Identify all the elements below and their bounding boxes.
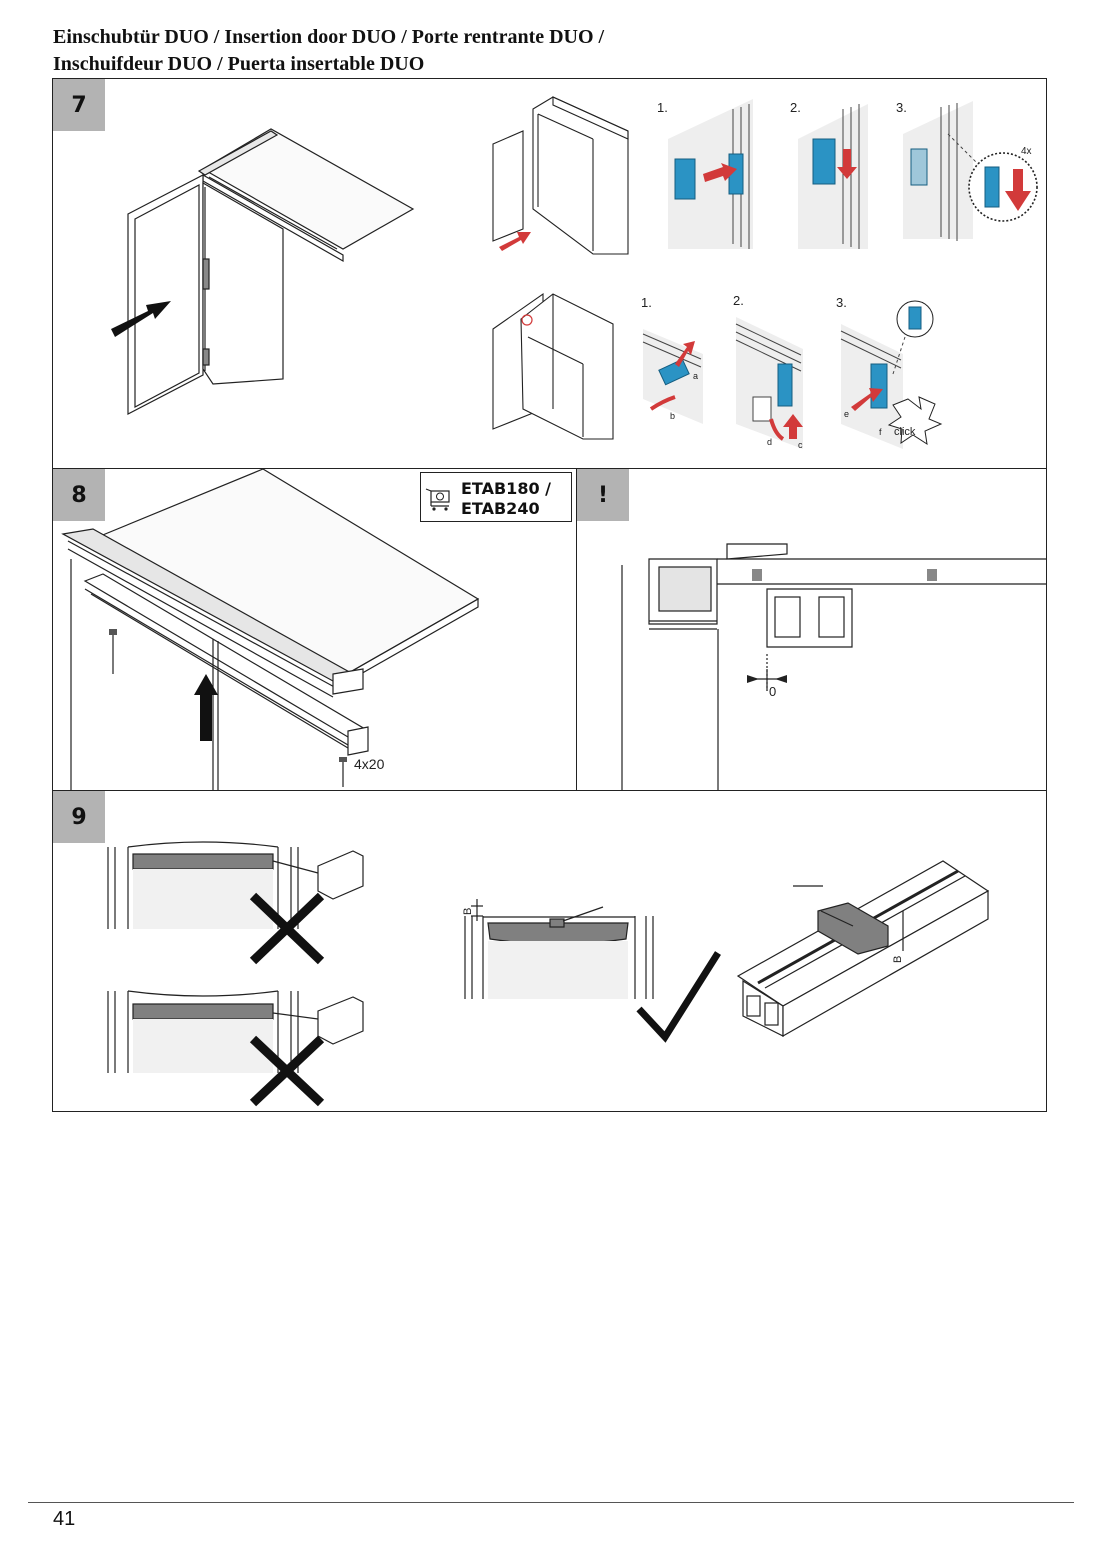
step-8-illustration: 4x20	[61, 469, 480, 790]
step-9-illustration: B B	[107, 841, 990, 1107]
divider-step7-bottom	[52, 468, 1047, 469]
step-9-badge: 9	[53, 791, 105, 843]
screw-spec-label: 4x20	[354, 756, 385, 772]
step-7-illustration: 1. 2. 3. 4x 1. 2. 3.	[111, 96, 1038, 450]
click-label: click	[894, 426, 916, 438]
warning-illustration: 0	[621, 543, 1047, 790]
step-7-badge: 7	[53, 79, 105, 131]
step-7-top-seq-1: 1.	[657, 100, 668, 115]
step-7-bottom-seq-3: 3.	[836, 295, 847, 310]
callout-b: b	[670, 411, 675, 421]
product-reference-box: ETAB180 /ETAB240	[420, 472, 572, 522]
shopping-cart-icon	[425, 488, 450, 511]
step-7-quantity: 4x	[1021, 146, 1032, 157]
title-line-1: Einschubtür DUO / Insertion door DUO / P…	[53, 26, 605, 48]
instruction-frame	[52, 78, 1047, 1112]
callout-c: c	[798, 440, 803, 450]
callout-f: f	[879, 427, 882, 437]
cross-icon	[249, 892, 325, 965]
divider-step8-bottom	[52, 790, 1047, 791]
document-title: Einschubtür DUO / Insertion door DUO / P…	[53, 24, 1053, 78]
divider-step8-warning	[576, 468, 577, 790]
step-7-top-seq-2: 2.	[790, 100, 801, 115]
product-codes: ETAB180 /ETAB240	[461, 479, 551, 518]
callout-d: d	[767, 437, 772, 447]
title-line-2: Inschuifdeur DUO / Puerta insertable DUO	[53, 53, 425, 75]
page-number: 41	[53, 1508, 76, 1530]
callout-a: a	[693, 371, 698, 381]
check-icon	[636, 951, 721, 1043]
step-7-bottom-seq-1: 1.	[641, 295, 652, 310]
step-7-bottom-seq-2: 2.	[733, 293, 744, 308]
dimension-zero-label: 0	[769, 684, 776, 699]
cross-icon	[249, 1035, 325, 1107]
step-7-top-seq-3: 3.	[896, 100, 907, 115]
dimension-b-label-rail: B	[892, 956, 904, 963]
warning-badge: !	[577, 469, 629, 521]
footer-divider	[28, 1502, 1074, 1503]
callout-e: e	[844, 409, 849, 419]
dimension-b-label-front: B	[462, 908, 474, 915]
step-8-badge: 8	[53, 469, 105, 521]
